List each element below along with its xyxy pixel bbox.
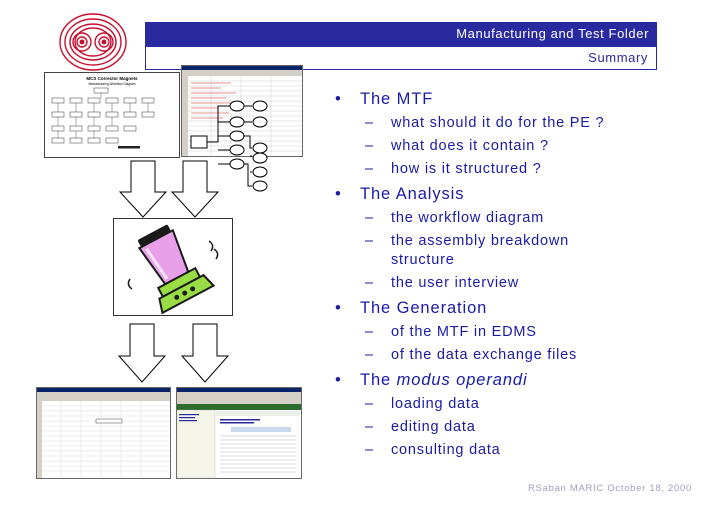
dash-glyph: –	[365, 396, 374, 412]
dash-glyph: –	[365, 324, 374, 340]
subtitle-bar: Summary	[145, 47, 657, 70]
bullet-label: The Generation	[360, 299, 488, 317]
workflow-diagram-thumbnail: MCS Corrector Magnets Manufacturing Work…	[44, 72, 180, 158]
slide-subtitle: Summary	[588, 50, 648, 65]
sub-bullet: – what should it do for the PE ?	[335, 114, 715, 133]
sub-bullet-label: what does it contain ?	[391, 138, 549, 154]
workflow-diagram-title: MCS Corrector Magnets	[86, 76, 138, 81]
sub-bullet: – of the data exchange files	[335, 346, 715, 365]
bullet-mtf: The MTF	[335, 88, 715, 110]
sub-bullet-label: editing data	[391, 419, 476, 435]
sub-bullet-label: the workflow diagram	[391, 210, 544, 226]
summary-bullet-list: The MTF –what should it do for the PE ? …	[335, 88, 715, 464]
sub-bullet: – of the MTF in EDMS	[335, 323, 715, 342]
dash-glyph: –	[365, 347, 374, 363]
down-arrow-icon	[118, 323, 166, 383]
dash-glyph: –	[365, 161, 374, 177]
bullet-label: The Analysis	[360, 185, 465, 203]
dash-glyph: –	[365, 115, 374, 131]
workflow-diagram-subtitle: Manufacturing Workflow Diagram	[88, 82, 135, 86]
sub-bullet: – the user interview	[335, 274, 715, 293]
sub-bullet: – loading data	[335, 395, 715, 414]
bullet-modus-operandi: The modus operandi	[335, 369, 715, 391]
sub-bullet: – the assembly breakdown structure	[335, 232, 631, 270]
bullet-analysis: The Analysis	[335, 183, 715, 205]
sub-bullet: – what does it contain ?	[335, 137, 715, 156]
dash-glyph: –	[365, 275, 374, 291]
sub-bullet-label: of the MTF in EDMS	[391, 324, 537, 340]
bullet-label: The MTF	[360, 90, 434, 108]
down-arrow-icon	[171, 160, 219, 218]
assembly-breakdown-tree	[190, 100, 268, 192]
slide-title: Manufacturing and Test Folder	[456, 26, 649, 41]
sub-bullet-label: consulting data	[391, 442, 501, 458]
sub-bullet-label: the user interview	[391, 275, 520, 291]
down-arrow-icon	[181, 323, 229, 383]
sub-bullet-label: of the data exchange files	[391, 347, 578, 363]
dash-glyph: –	[365, 419, 374, 435]
edms-browser-thumbnail	[176, 387, 302, 479]
blender-clipart	[113, 218, 233, 316]
sub-bullet-label: loading data	[391, 396, 480, 412]
sub-bullet: – editing data	[335, 418, 715, 437]
sub-bullet-label: what should it do for the PE ?	[391, 115, 605, 131]
sub-bullet: – the workflow diagram	[335, 209, 715, 228]
title-bar: Manufacturing and Test Folder	[145, 22, 657, 47]
footer-credit: RSaban MARIC October 18, 2000	[528, 483, 692, 494]
bullet-generation: The Generation	[335, 297, 715, 319]
sub-bullet: – how is it structured ?	[335, 160, 715, 179]
bullet-label: The	[360, 371, 397, 389]
dash-glyph: –	[365, 442, 374, 458]
dash-glyph: –	[365, 210, 374, 226]
sub-bullet-label: how is it structured ?	[391, 161, 542, 177]
dash-glyph: –	[365, 233, 374, 249]
blender-icon	[127, 224, 219, 315]
data-exchange-spreadsheet-thumbnail	[36, 387, 171, 479]
down-arrow-icon	[119, 160, 167, 218]
sub-bullet: – consulting data	[335, 441, 715, 460]
bullet-label-italic: modus operandi	[396, 371, 528, 389]
sub-bullet-label: the assembly breakdown structure	[391, 233, 569, 268]
field-lines-logo	[59, 13, 127, 71]
dash-glyph: –	[365, 138, 374, 154]
